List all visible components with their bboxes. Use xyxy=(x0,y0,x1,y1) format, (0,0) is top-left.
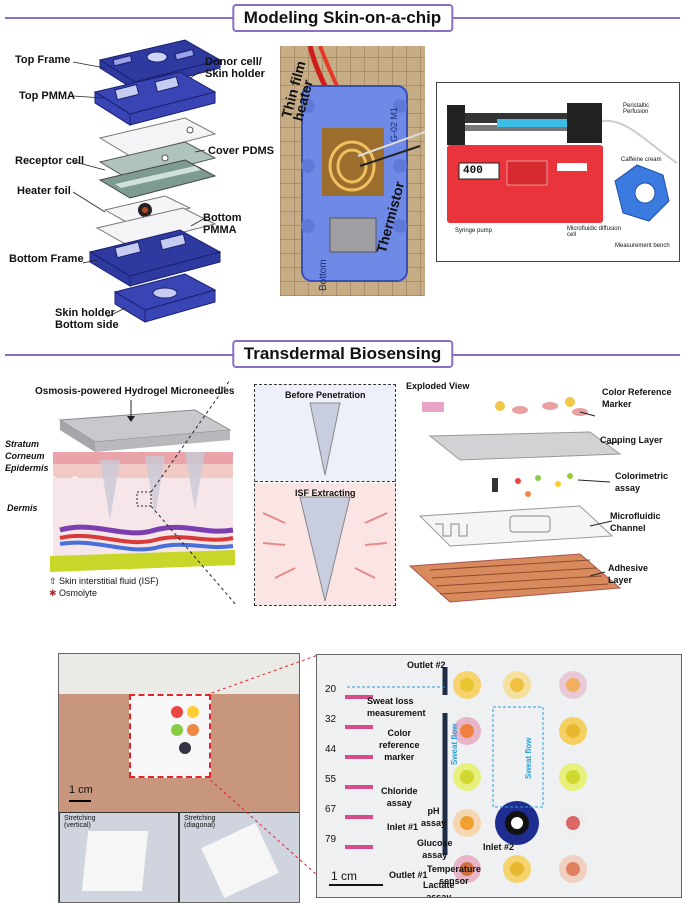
label-color-ref-marker: Color Reference Marker xyxy=(602,387,672,409)
exploded-chip-diagram: Top Frame Top PMMA Receptor cell Heater … xyxy=(5,30,275,335)
label-microfluidic-channel: Microfluidic Channel xyxy=(610,511,661,533)
legend-osmolyte: ✱ Osmolyte xyxy=(49,588,97,599)
osmolyte-icon: ✱ xyxy=(49,588,60,598)
label-before-penetration: Before Penetration xyxy=(285,390,366,400)
needle-before xyxy=(309,402,341,476)
label-top-pmma: Top PMMA xyxy=(19,90,76,102)
label-heater-foil: Heater foil xyxy=(17,185,71,197)
label-stretch-diagonal: Stretching (diagonal) xyxy=(184,815,216,829)
label-measurement-bench: Measurement bench xyxy=(615,243,670,249)
label-skin-holder-bottom: Skin holder Bottom side xyxy=(55,307,119,331)
tick-55: 55 xyxy=(325,774,337,785)
tick-20: 20 xyxy=(325,684,337,695)
label-bottom-pmma: Bottom PMMA xyxy=(203,212,242,236)
stretch-vertical-photo: Stretching (vertical) xyxy=(59,812,179,902)
label-capping-layer: Capping Layer xyxy=(600,435,663,445)
section-title-modeling: Modeling Skin-on-a-chip xyxy=(231,4,454,32)
tick-67: 67 xyxy=(325,804,337,815)
skin-layers-drawing xyxy=(50,380,238,607)
exploded-view-drawing xyxy=(408,397,622,603)
label-bottom-frame: Bottom Frame xyxy=(9,253,84,265)
label-isf-extracting: ISF Extracting xyxy=(295,488,356,498)
label-adhesive-layer: Adhesive Layer xyxy=(608,563,649,585)
needle-extracting xyxy=(262,496,388,602)
label-dermis: Dermis xyxy=(7,503,38,513)
label-stratum: Stratum Corneum xyxy=(5,439,45,461)
patch-on-arm xyxy=(129,694,211,778)
label-cover-pdms: Cover PDMS xyxy=(208,145,275,157)
label-diffusion-cell: Microfluidic diffusion cell xyxy=(567,226,621,238)
label-colorimetric-assay: Colorimetric assay xyxy=(615,471,669,493)
label-syringe-pump: Syringe pump xyxy=(455,228,493,234)
tick-32: 32 xyxy=(325,714,337,725)
label-glucose: Glucose assay xyxy=(417,838,453,860)
pump-photo: 400 Peristaltic Perfusion Caffeine cream… xyxy=(436,82,680,262)
exploded-view-panel: Exploded View Color Reference Marker Cap… xyxy=(400,376,682,641)
section-title-biosensing: Transdermal Biosensing xyxy=(231,340,454,368)
exploded-chip-drawing xyxy=(72,39,222,323)
chip-photo: Thin film heater Thermistor Bottom G-02 … xyxy=(280,46,425,296)
label-chloride: Chloride assay xyxy=(381,786,418,808)
legend-isf: ⇧ Skin interstitial fluid (ISF) xyxy=(49,576,159,587)
legend-osmolyte-label: Osmolyte xyxy=(59,588,98,598)
patch-detail: 20 32 44 55 67 79 Outlet #2 Sweat loss m… xyxy=(316,654,682,898)
tick-44: 44 xyxy=(325,744,337,755)
label-exploded-view: Exploded View xyxy=(406,381,470,391)
label-lactate: Lactate assay xyxy=(423,880,455,898)
pump-display: 400 xyxy=(463,165,483,177)
arm-photo: 1 cm Stretching (vertical) Stretching (d… xyxy=(58,653,300,903)
label-top-frame: Top Frame xyxy=(15,54,71,66)
inset-divider xyxy=(255,481,395,483)
label-temp-sensor: Temperature sensor xyxy=(427,864,481,886)
label-top-text: G-02 M1 xyxy=(389,106,399,142)
label-ph: pH assay xyxy=(421,806,447,828)
label-sweat-loss: Sweat loss measurement xyxy=(367,696,426,718)
arm-photo-bg xyxy=(59,654,299,694)
tick-79: 79 xyxy=(325,834,337,845)
label-sweat-flow-2: Sweat flow xyxy=(524,737,533,779)
patch-scale-label: 1 cm xyxy=(331,869,358,883)
label-caffeine: Caffeine cream xyxy=(621,157,662,163)
stretch-diagonal-photo: Stretching (diagonal) xyxy=(179,812,299,902)
chip-photo-drawing xyxy=(301,46,425,282)
label-stretch-vertical: Stretching (vertical) xyxy=(64,815,96,829)
microneedle-diagram: Osmosis-powered Hydrogel Microneedles St… xyxy=(5,380,240,610)
legend-isf-label: Skin interstitial fluid (ISF) xyxy=(59,576,159,586)
label-microneedle-title: Osmosis-powered Hydrogel Microneedles xyxy=(35,386,235,397)
isf-icon: ⇧ xyxy=(49,576,60,586)
label-donor-cell: Donor cell/ Skin holder xyxy=(205,56,265,80)
label-epidermis: Epidermis xyxy=(5,463,49,473)
pump-drawing xyxy=(447,103,678,223)
assay-grid-drawing xyxy=(329,667,587,886)
needle-zoom-inset: Before Penetration ISF Extracting xyxy=(254,384,396,606)
label-receptor-cell: Receptor cell xyxy=(15,155,85,167)
label-inlet-1: Inlet #1 xyxy=(387,822,419,832)
label-inlet-2: Inlet #2 xyxy=(483,842,515,852)
label-sweat-flow-1: Sweat flow xyxy=(450,723,459,765)
label-bottom-text: Bottom xyxy=(318,259,329,291)
arm-scale-bar xyxy=(69,800,91,802)
label-peristaltic: Peristaltic Perfusion xyxy=(623,103,650,115)
label-outlet-1: Outlet #1 xyxy=(389,870,428,880)
label-outlet-2: Outlet #2 xyxy=(407,660,446,670)
arm-scale-label: 1 cm xyxy=(69,784,93,796)
label-color-ref: Color reference marker xyxy=(379,728,420,762)
